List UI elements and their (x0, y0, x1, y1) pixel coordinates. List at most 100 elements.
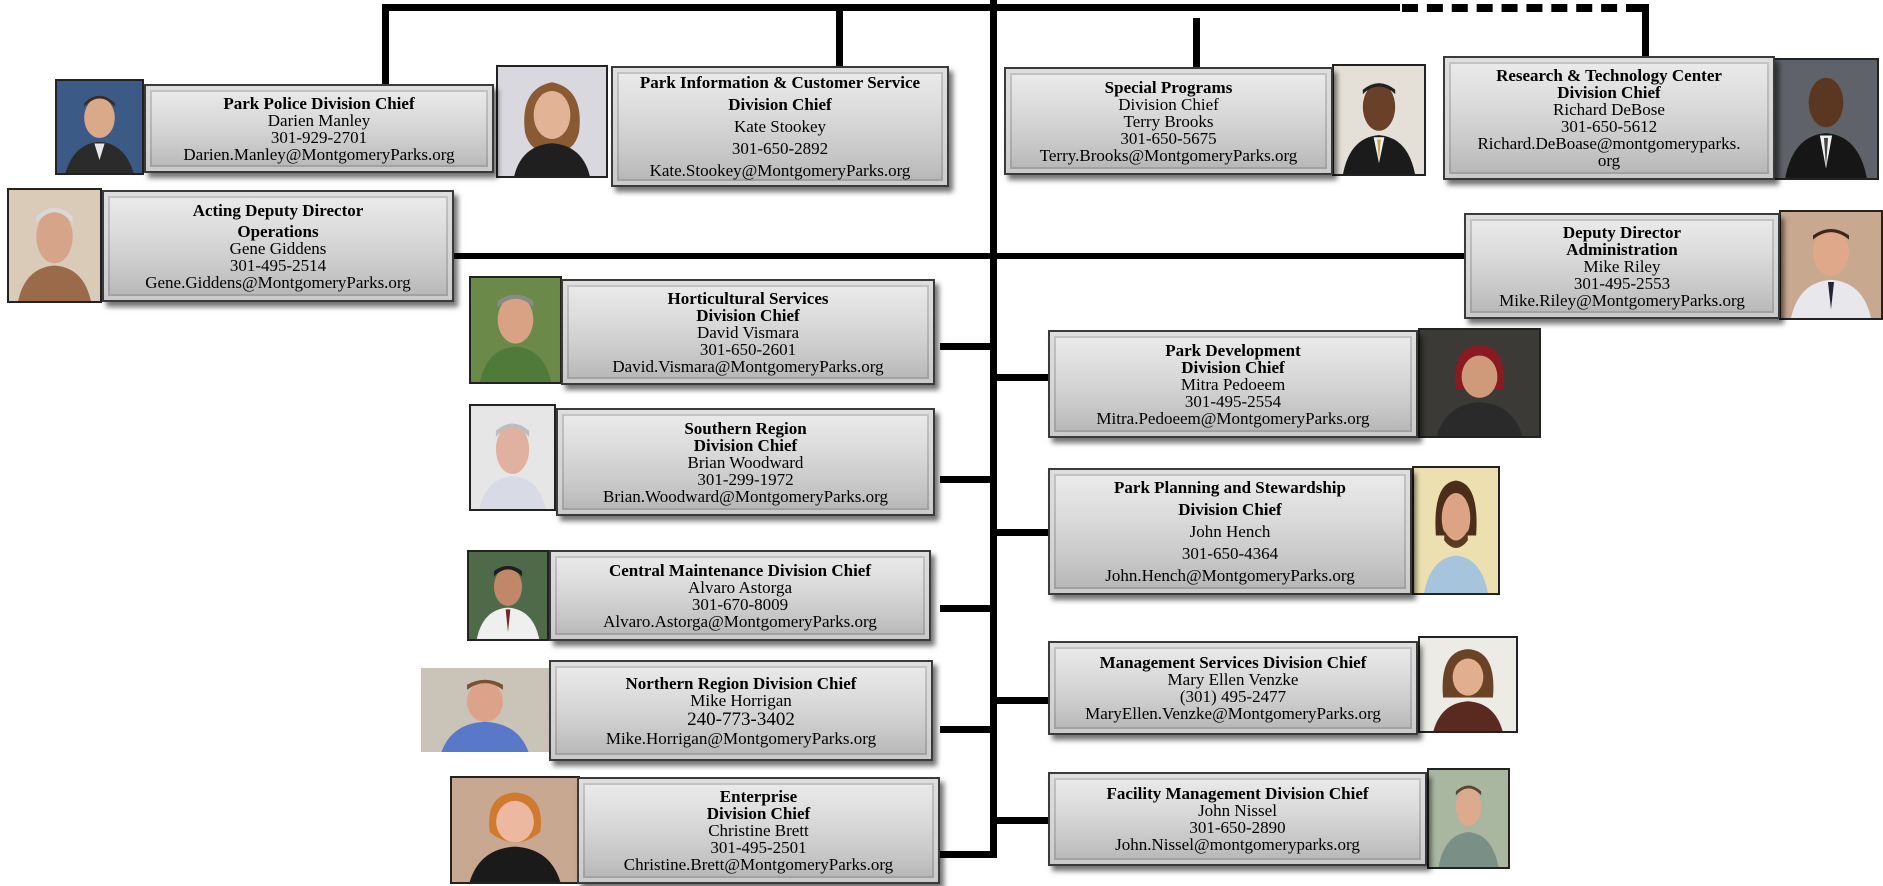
drop-research-tech (1642, 4, 1649, 56)
box-name: Alvaro Astorga (687, 577, 793, 597)
box-title-2: Division Chief (1181, 357, 1285, 377)
drop-park-police (382, 4, 389, 86)
org-box-horticultural: Horticultural Services Division Chief Da… (561, 279, 935, 385)
box-title-2: Division Chief (728, 94, 832, 114)
box-phone: 301-495-2553 (1573, 273, 1671, 293)
connector-central (940, 605, 994, 612)
drop-park-info (836, 4, 843, 66)
box-title-2: Division Chief (1557, 83, 1661, 102)
box-title: Park Planning and Stewardship (1114, 477, 1346, 497)
box-email: Mike.Horrigan@MontgomeryParks.org (605, 728, 877, 748)
box-email: Gene.Giddens@MontgomeryParks.org (145, 272, 411, 292)
connector-southern (940, 476, 994, 483)
connector-enterprise (940, 851, 994, 858)
box-name: David Vismara (696, 322, 800, 342)
box-email: Christine.Brett@MontgomeryParks.org (623, 855, 894, 874)
box-email: Terry.Brooks@MontgomeryParks.org (1039, 145, 1298, 165)
box-phone: 240-773-3402 (687, 708, 795, 730)
org-box-enterprise: Enterprise Division Chief Christine Bret… (577, 777, 940, 884)
box-email: Mitra.Pedoeem@MontgomeryParks.org (1096, 408, 1370, 428)
box-name: John Hench (1189, 521, 1271, 541)
photo-mary-ellen-venzke (1418, 636, 1518, 733)
box-email: David.Vismara@MontgomeryParks.org (612, 356, 884, 376)
photo-christine-brett (450, 776, 580, 884)
box-name: Darien Manley (267, 110, 371, 130)
box-name: John Nissel (1198, 801, 1277, 820)
box-name: Brian Woodward (687, 452, 804, 472)
photo-mitra-pedoeem (1418, 328, 1541, 438)
box-title-2: Division Chief (706, 804, 811, 823)
box-phone: 301-650-2890 (1189, 818, 1286, 837)
box-title: Park Police Division Chief (223, 93, 415, 113)
org-box-southern: Southern Region Division Chief Brian Woo… (556, 408, 935, 516)
photo-mike-horrigan (421, 668, 549, 752)
box-phone: 301-495-2514 (229, 255, 327, 275)
org-box-research-tech: Research & Technology Center Division Ch… (1443, 56, 1775, 180)
box-name: Mary Ellen Venzke (1167, 670, 1299, 689)
box-title-2: Division Chief (696, 305, 800, 325)
box-email: John.Nissel@montgomeryparks.org (1115, 835, 1360, 854)
org-box-park-dev: Park Development Division Chief Mitra Pe… (1048, 330, 1418, 438)
box-title-2: Division Chief (1178, 499, 1282, 519)
org-box-central-maint: Central Maintenance Division Chief Alvar… (549, 550, 931, 641)
org-box-mgmt-services: Management Services Division Chief Mary … (1048, 641, 1418, 735)
org-box-park-planning: Park Planning and Stewardship Division C… (1048, 468, 1412, 595)
box-phone: 301-299-1972 (697, 469, 794, 489)
box-title: Special Programs (1104, 77, 1233, 97)
box-title: Central Maintenance Division Chief (608, 560, 872, 580)
box-email: Alvaro.Astorga@MontgomeryParks.org (603, 611, 877, 631)
box-phone: 301-495-2554 (1184, 391, 1282, 411)
box-phone: 301-650-2601 (699, 339, 797, 359)
box-name: Kate Stookey (733, 116, 827, 136)
box-title: Acting Deputy Director (192, 200, 364, 220)
org-box-park-police: Park Police Division Chief Darien Manley… (144, 84, 494, 173)
top-bar (382, 4, 1400, 11)
box-phone: 301-929-2701 (270, 127, 368, 147)
connector-facility (994, 817, 1048, 824)
photo-john-nissel (1427, 768, 1510, 869)
box-email: Darien.Manley@MontgomeryParks.org (183, 144, 455, 164)
org-box-deputy-admin: Deputy Director Administration Mike Rile… (1464, 213, 1780, 319)
photo-alvaro-astorga (467, 550, 549, 641)
box-email: Richard.DeBoase@montgomeryparks. (1477, 134, 1741, 153)
connector-park-dev (994, 374, 1048, 381)
org-box-deputy-ops: Acting Deputy Director Operations Gene G… (102, 190, 454, 302)
connector-horticultural (940, 343, 994, 350)
box-title: Park Information & Customer Service (639, 72, 921, 92)
photo-mike-riley (1779, 210, 1883, 320)
box-phone: 301-650-5612 (1560, 117, 1658, 136)
photo-david-vismara (469, 276, 562, 384)
trunk-line (990, 0, 997, 858)
box-name: Mike Riley (1583, 256, 1661, 276)
deputy-bar (454, 253, 1464, 259)
connector-mgmt (994, 697, 1048, 704)
box-title-2: Operations (237, 221, 319, 241)
box-name: Christine Brett (708, 821, 809, 840)
box-email: Mike.Riley@MontgomeryParks.org (1499, 290, 1745, 310)
org-box-special-programs: Special Programs Division Chief Terry Br… (1004, 67, 1333, 175)
photo-terry-brooks (1332, 64, 1426, 176)
photo-kate-stookey (496, 65, 608, 178)
box-title: Park Development (1165, 340, 1301, 360)
photo-darien-manley (55, 79, 144, 175)
box-name: Terry Brooks (1123, 111, 1214, 131)
box-title: Northern Region Division Chief (625, 673, 857, 693)
drop-special-programs (1193, 18, 1200, 72)
box-name: Richard DeBose (1553, 100, 1665, 119)
box-title: Southern Region (684, 418, 807, 438)
box-name: Mike Horrigan (690, 690, 792, 710)
box-title: Deputy Director (1562, 222, 1682, 242)
box-title: Horticultural Services (667, 288, 829, 308)
top-bar-dashed (1402, 4, 1642, 12)
box-email-2: org (1597, 151, 1621, 170)
box-phone: 301-495-2501 (710, 838, 807, 857)
org-box-park-info: Park Information & Customer Service Divi… (611, 66, 949, 187)
box-title: Enterprise (719, 787, 798, 806)
box-title: Management Services Division Chief (1099, 653, 1367, 672)
box-phone: 301-670-8009 (691, 594, 789, 614)
photo-gene-giddens (7, 188, 102, 303)
photo-richard-debose (1773, 58, 1879, 180)
org-box-facility-mgmt: Facility Management Division Chief John … (1048, 772, 1427, 866)
box-title: Facility Management Division Chief (1106, 784, 1369, 803)
box-phone: (301) 495-2477 (1179, 687, 1287, 706)
